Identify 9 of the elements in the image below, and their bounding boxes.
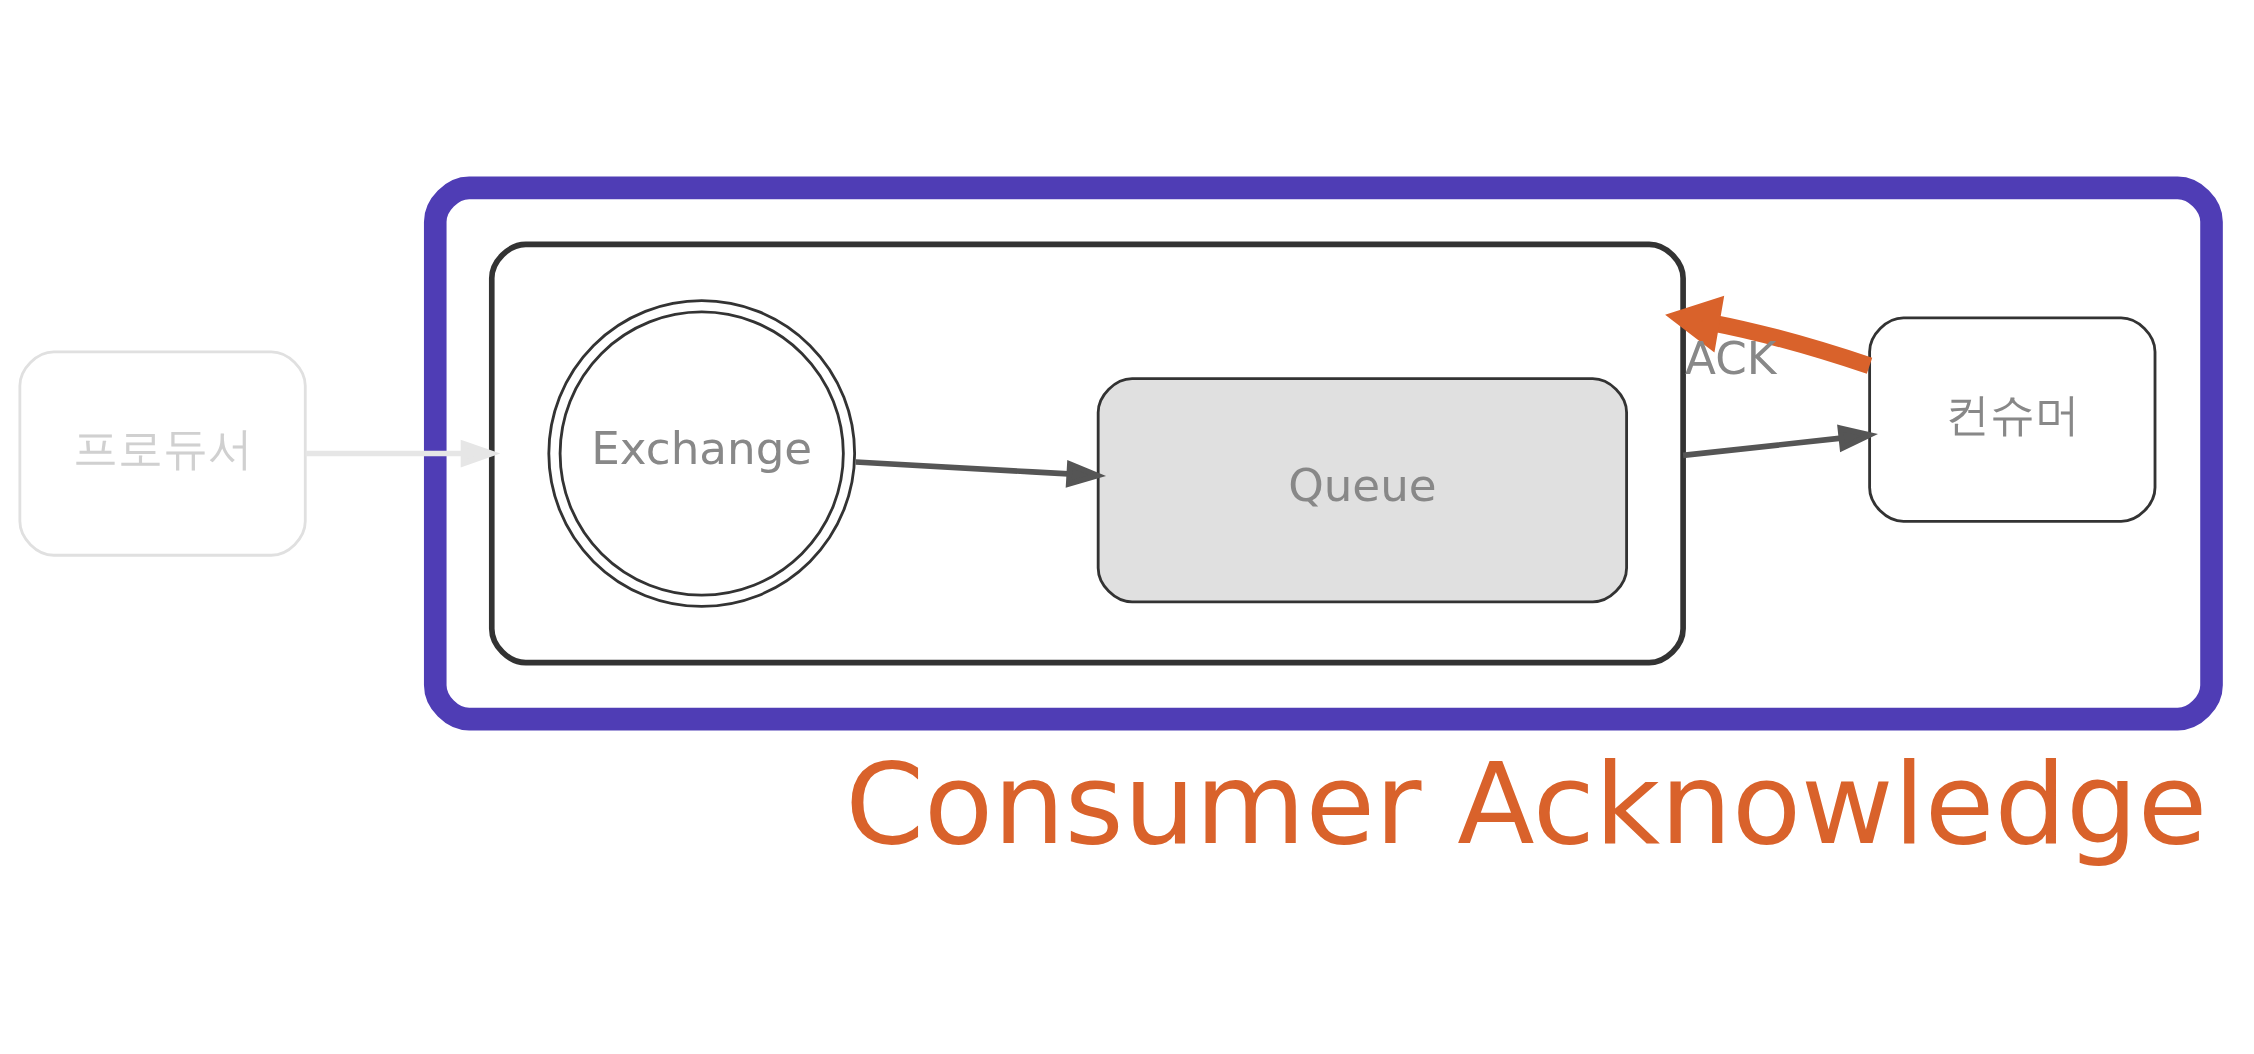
node-circle: Exchange (547, 299, 857, 608)
node-box: 컨슈머 (1868, 316, 2157, 523)
arrow (855, 459, 1107, 488)
cluster (488, 241, 1686, 666)
arrow (1682, 424, 1878, 459)
cluster (423, 176, 2223, 731)
node-box: Queue (1096, 377, 1628, 604)
arrow (305, 439, 501, 468)
diagram-title: Consumer Acknowledge (845, 738, 2208, 871)
